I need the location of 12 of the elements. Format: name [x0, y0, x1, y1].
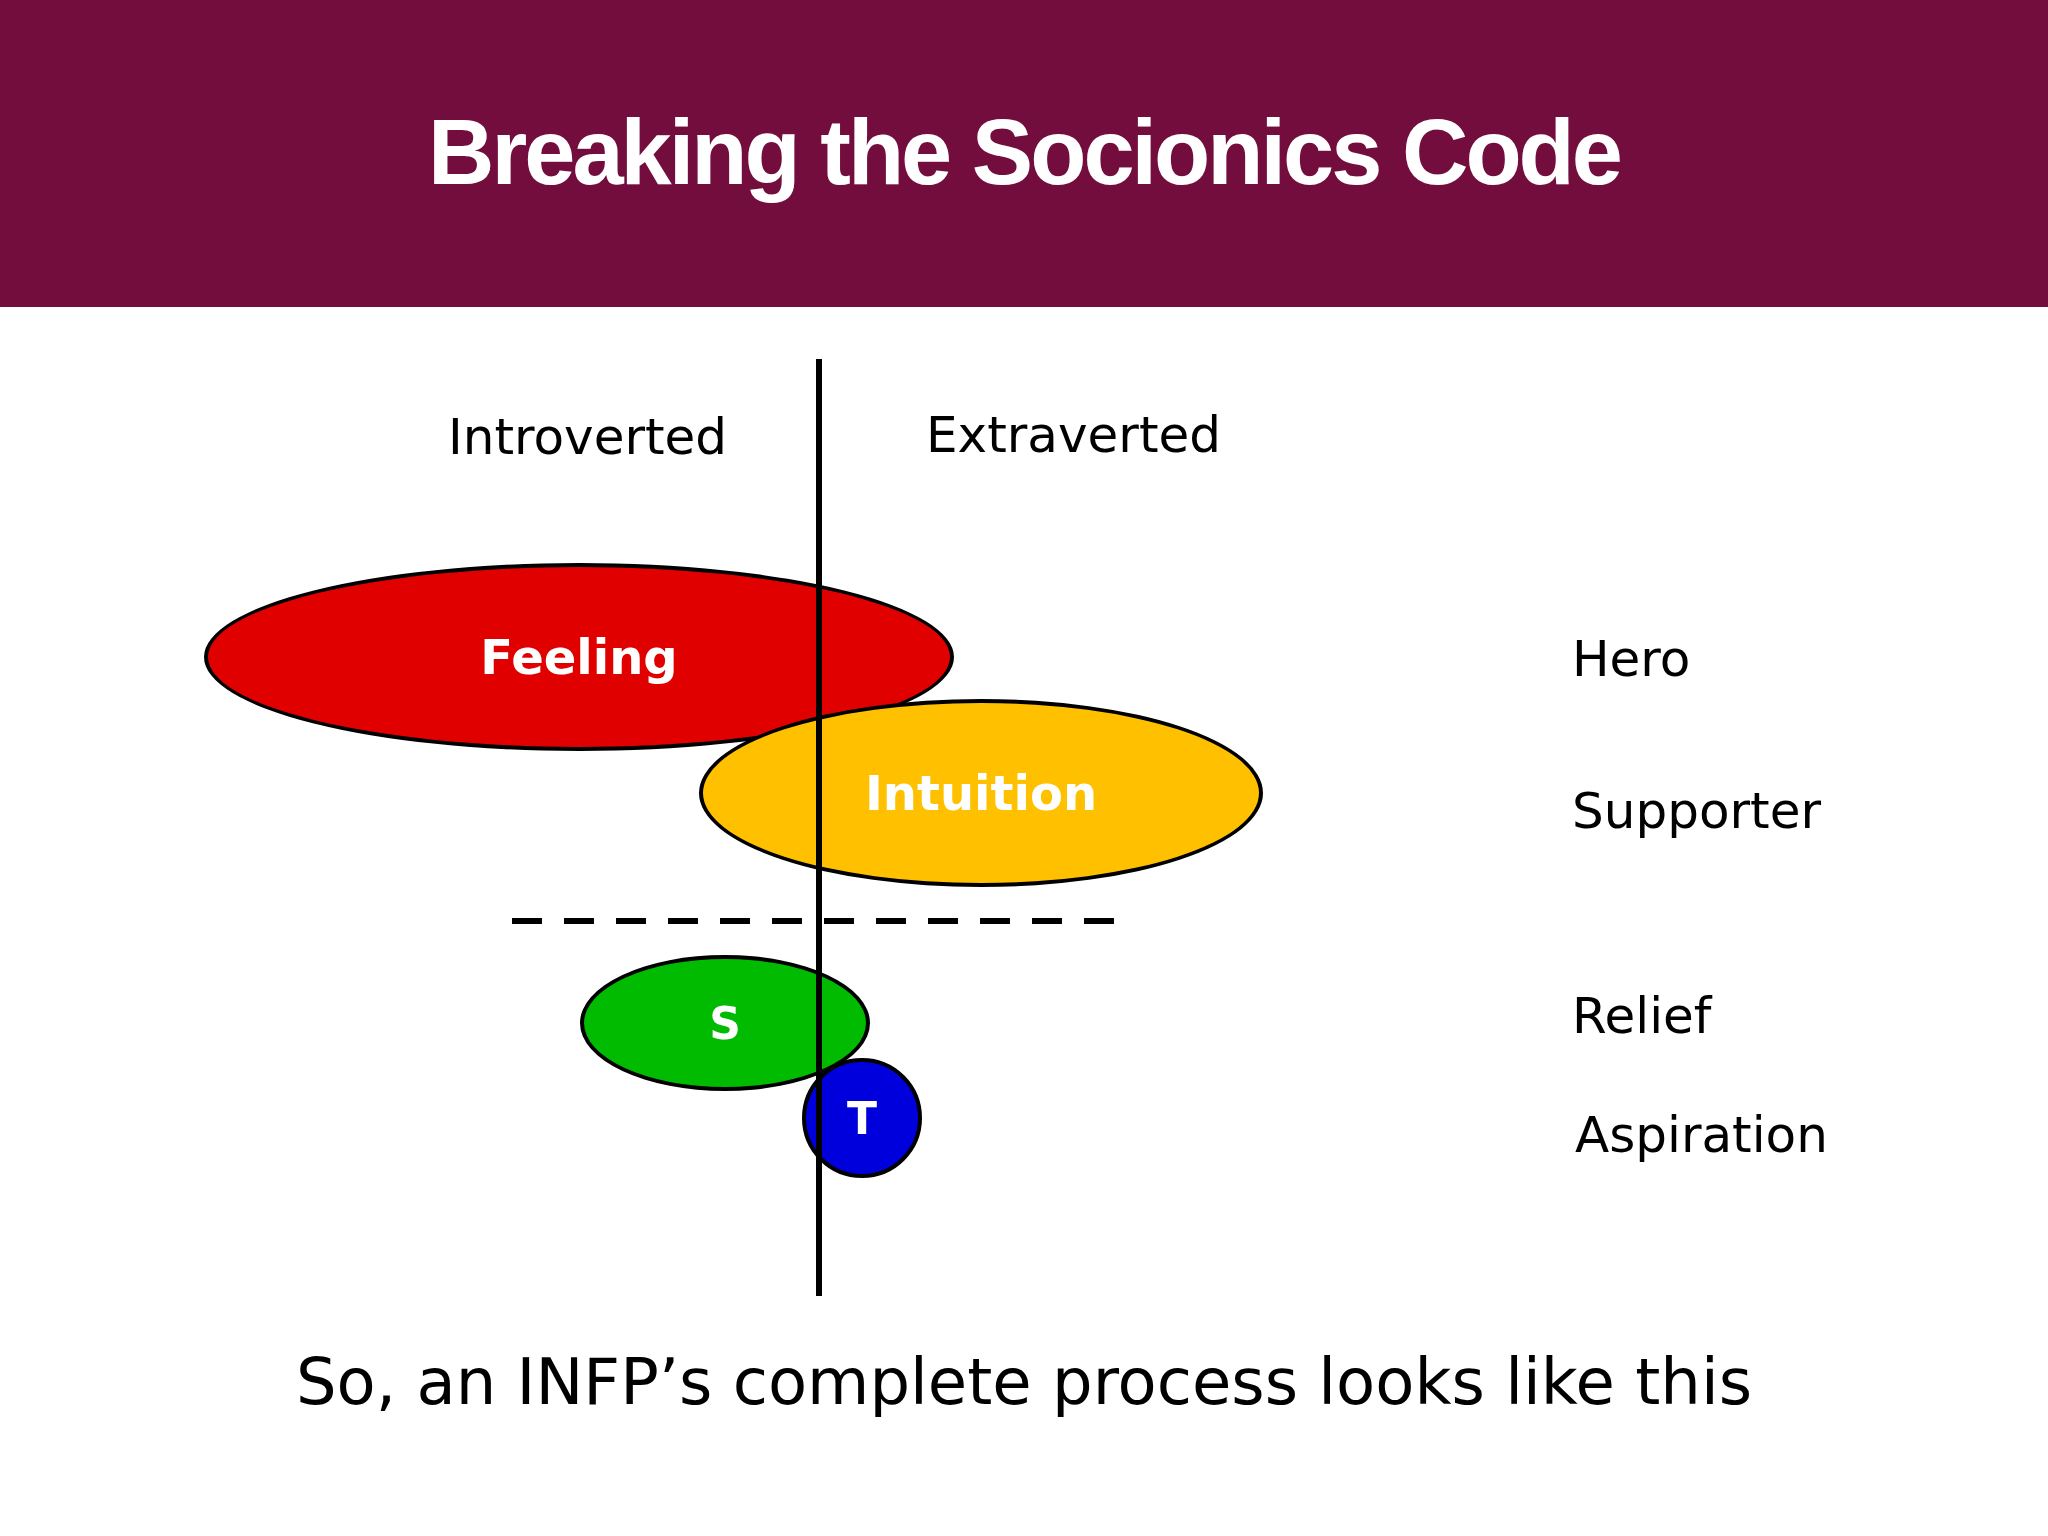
- function-label: S: [709, 997, 741, 1049]
- title: Breaking the Socionics Code: [427, 100, 1621, 205]
- axis-label: Introverted: [448, 408, 728, 466]
- axis-label: Relief: [1572, 987, 1712, 1045]
- axis-label: Extraverted: [926, 406, 1221, 464]
- axis-label: Hero: [1572, 630, 1691, 688]
- axis-label: Aspiration: [1575, 1106, 1828, 1164]
- caption: So, an INFP’s complete process looks like this: [295, 1345, 1753, 1419]
- axis-label: Supporter: [1572, 782, 1821, 840]
- function-label: Feeling: [480, 629, 678, 685]
- function-label: T: [847, 1092, 877, 1144]
- function-label: Intuition: [864, 765, 1098, 821]
